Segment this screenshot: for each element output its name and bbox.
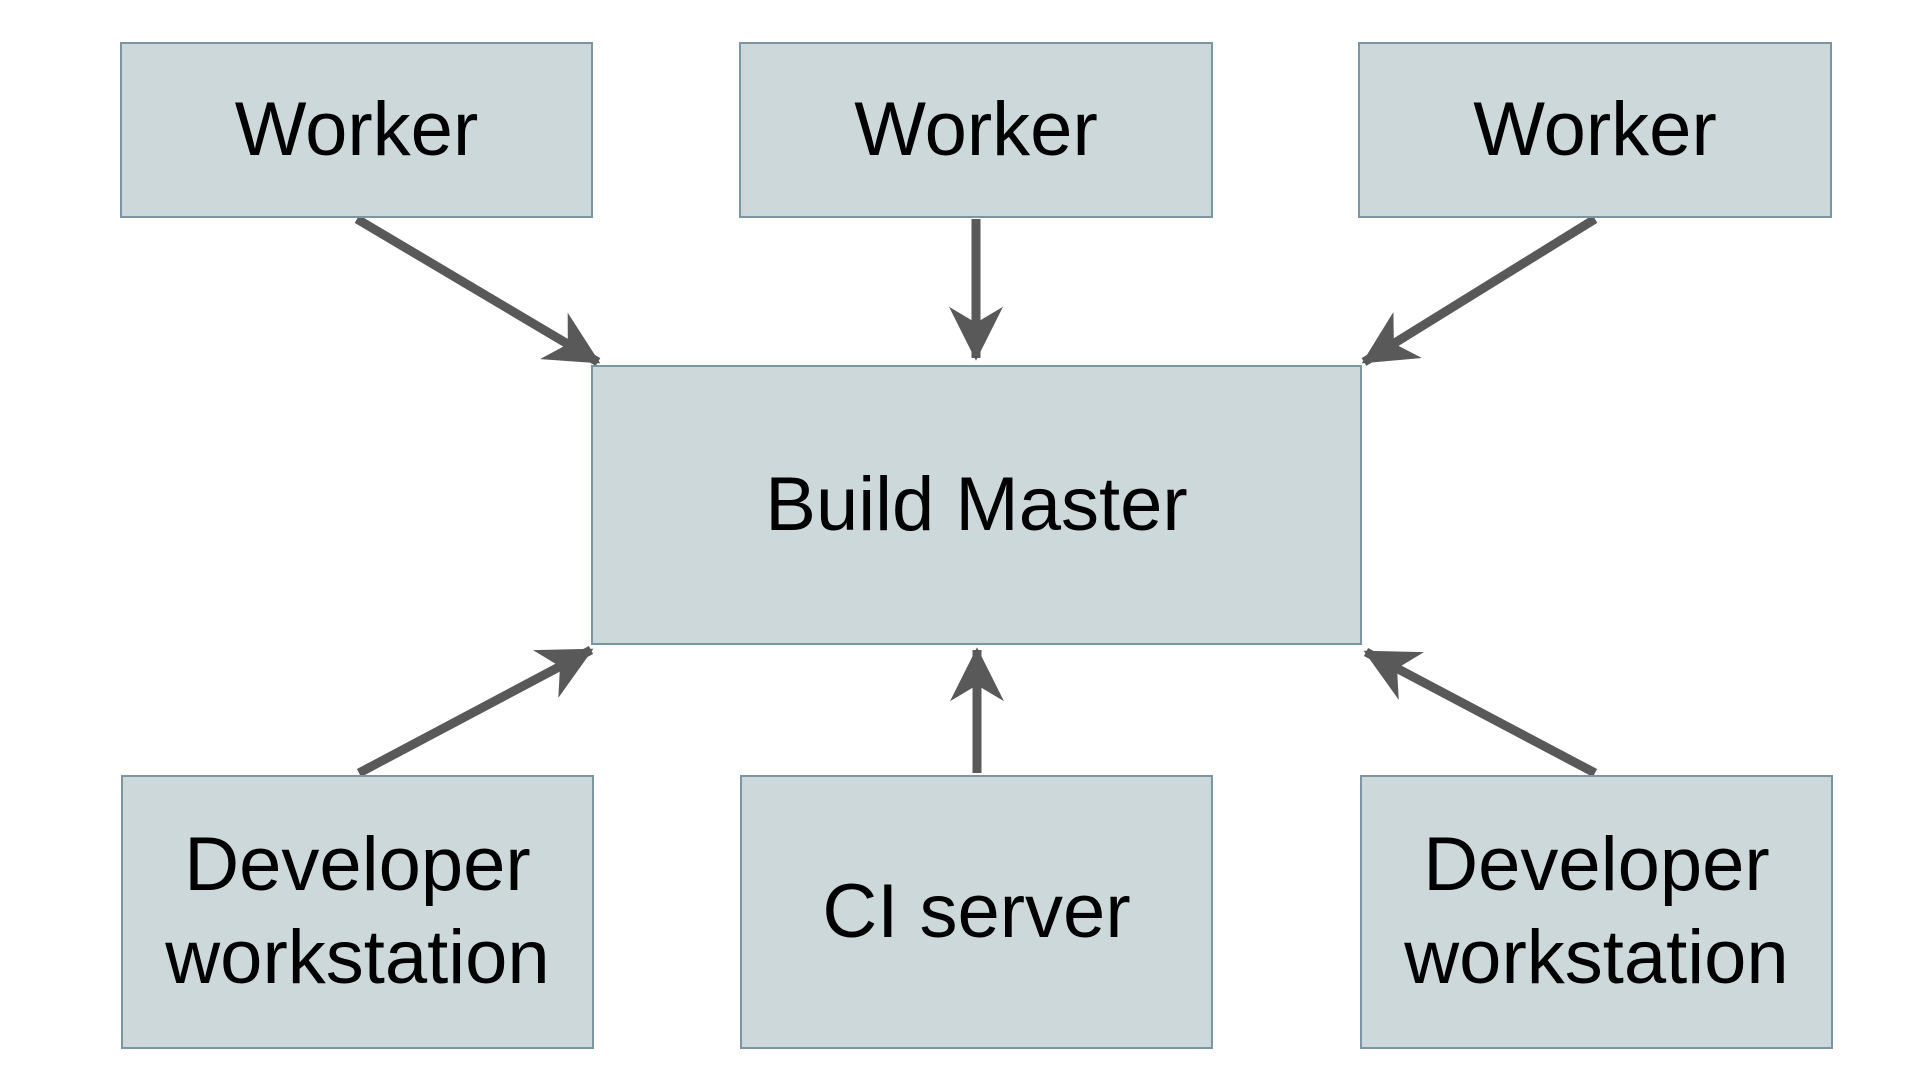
edge-worker1-to-buildmaster — [354, 215, 601, 366]
edge-devleft-to-buildmaster — [356, 646, 594, 777]
node-worker-3: Worker — [1358, 42, 1832, 218]
node-developer-workstation-right: Developer workstation — [1360, 775, 1833, 1049]
node-ci-server: CI server — [740, 775, 1213, 1049]
node-worker-3-label: Worker — [1473, 86, 1717, 172]
node-worker-1: Worker — [120, 42, 593, 218]
node-ci-server-label: CI server — [822, 868, 1131, 954]
node-developer-workstation-right-label: Developer workstation — [1404, 822, 1789, 1000]
edge-devright-to-buildmaster — [1363, 648, 1598, 777]
node-build-master-label: Build Master — [765, 461, 1188, 547]
node-worker-2-label: Worker — [854, 86, 1098, 172]
node-build-master: Build Master — [591, 365, 1362, 645]
node-worker-2: Worker — [739, 42, 1213, 218]
node-worker-1-label: Worker — [234, 86, 479, 172]
edge-worker3-to-buildmaster — [1361, 215, 1598, 366]
node-developer-workstation-left: Developer workstation — [121, 775, 594, 1049]
node-developer-workstation-left-label: Developer workstation — [165, 822, 550, 1000]
